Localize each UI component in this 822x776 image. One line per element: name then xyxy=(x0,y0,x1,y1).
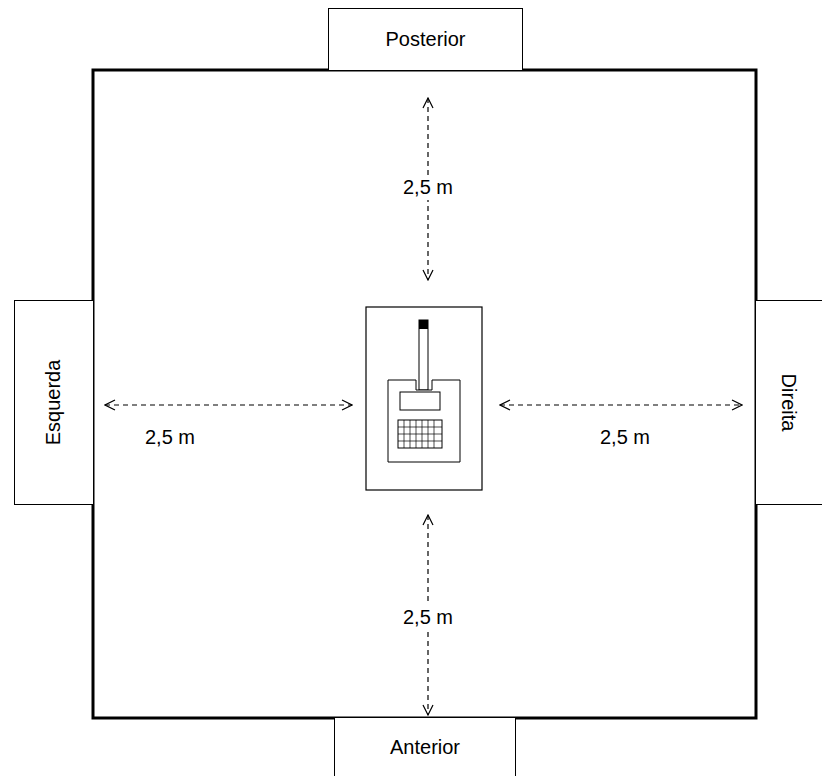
keypad-grid xyxy=(398,420,442,448)
wall-label-box: Posterior xyxy=(328,8,523,71)
room-outline xyxy=(93,70,756,718)
probe xyxy=(419,320,428,390)
distance-label: 2,5 m xyxy=(597,425,653,450)
wall-label: Anterior xyxy=(390,736,460,759)
distance-label: 2,5 m xyxy=(400,175,456,200)
wall-label: Posterior xyxy=(385,28,465,51)
wall-label-box: Esquerda xyxy=(14,300,94,505)
wall-label-box: Anterior xyxy=(334,717,516,776)
device-screen xyxy=(400,392,440,410)
wall-label: Direita xyxy=(777,374,800,432)
instrument-icon xyxy=(366,307,482,490)
device-body xyxy=(388,380,460,462)
distance-arrow xyxy=(105,404,352,405)
instrument-frame xyxy=(366,307,482,490)
distance-label: 2,5 m xyxy=(142,425,198,450)
device-keypad xyxy=(398,420,442,448)
distance-arrows xyxy=(105,98,742,715)
wall-label: Esquerda xyxy=(43,360,66,446)
distance-label: 2,5 m xyxy=(400,605,456,630)
wall-label-box: Direita xyxy=(755,300,822,505)
probe-tip xyxy=(419,320,428,329)
distance-arrow xyxy=(500,404,742,405)
